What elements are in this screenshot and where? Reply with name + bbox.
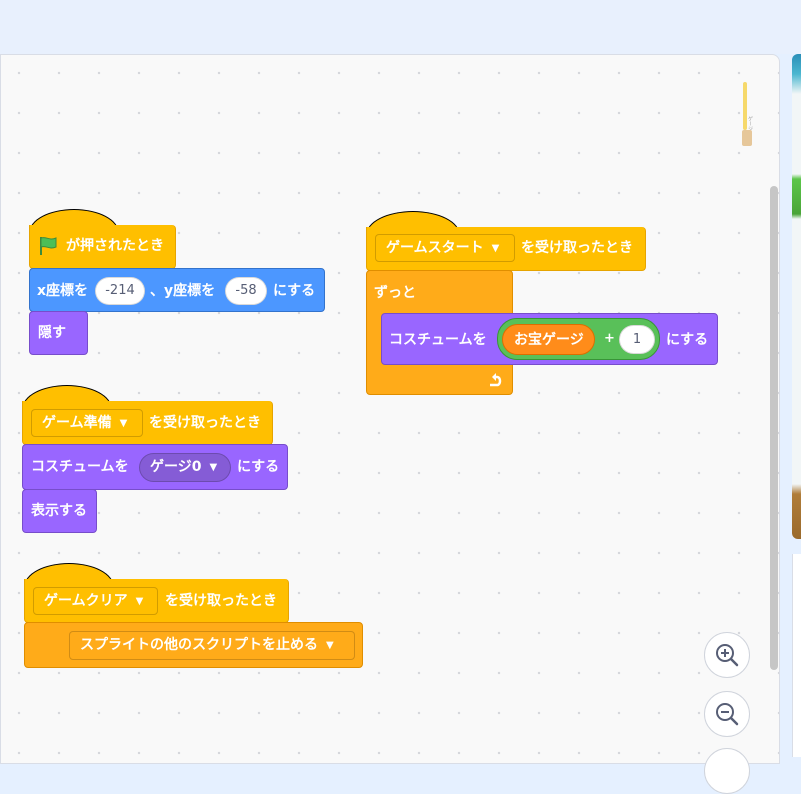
variable-reporter[interactable]: お宝ゲージ bbox=[502, 324, 595, 355]
zoom-reset-button[interactable] bbox=[704, 748, 750, 794]
green-flag-icon bbox=[40, 237, 57, 255]
y-input[interactable]: -58 bbox=[225, 277, 267, 305]
show-label: 表示する bbox=[31, 503, 87, 519]
costume-prefix-label: コスチュームを bbox=[31, 459, 129, 475]
top-bar bbox=[0, 0, 801, 54]
sprite-thumbnail: ゲージ bbox=[740, 82, 753, 148]
x-input[interactable]: -214 bbox=[95, 277, 145, 305]
hide-block[interactable]: 隠す bbox=[29, 311, 88, 355]
when-flag-clicked-label: が押されたとき bbox=[66, 238, 164, 254]
when-receive-game-clear-block[interactable]: ゲームクリア ▼ を受け取ったとき bbox=[24, 579, 289, 623]
loop-arrow-icon bbox=[490, 373, 502, 387]
chevron-down-icon: ▼ bbox=[491, 243, 500, 254]
chevron-down-icon: ▼ bbox=[209, 462, 218, 473]
costume-dropdown[interactable]: ゲージ0 ▼ bbox=[139, 453, 231, 482]
add-operator[interactable]: お宝ゲージ + 1 bbox=[497, 318, 660, 360]
switch-costume-block[interactable]: コスチュームを お宝ゲージ + 1 にする bbox=[381, 313, 718, 365]
message-dropdown[interactable]: ゲームスタート ▼ bbox=[375, 234, 515, 262]
sprite-panel bbox=[792, 554, 801, 757]
message-value: ゲームスタート bbox=[386, 240, 484, 256]
vertical-scrollbar[interactable] bbox=[770, 186, 778, 670]
when-flag-clicked-block[interactable]: が押されたとき bbox=[29, 225, 176, 269]
go-to-suffix-label: にする bbox=[273, 283, 316, 299]
when-receive-game-start-block[interactable]: ゲームスタート ▼ を受け取ったとき bbox=[366, 227, 646, 271]
costume-suffix-label: にする bbox=[666, 332, 709, 348]
when-receive-game-prep-block[interactable]: ゲーム準備 ▼ を受け取ったとき bbox=[22, 401, 273, 445]
operator-label: + bbox=[604, 331, 615, 346]
scrollbar-thumb[interactable] bbox=[770, 186, 778, 670]
stage-preview[interactable] bbox=[792, 54, 801, 539]
stop-option-dropdown[interactable]: スプライトの他のスクリプトを止める ▼ bbox=[69, 631, 355, 660]
costume-prefix-label: コスチュームを bbox=[389, 332, 487, 348]
forever-label: ずっと bbox=[374, 285, 416, 301]
go-to-x-label: x座標を bbox=[37, 283, 89, 299]
zoom-out-button[interactable] bbox=[704, 691, 750, 737]
message-value: ゲームクリア bbox=[44, 593, 128, 609]
message-dropdown[interactable]: ゲームクリア ▼ bbox=[33, 587, 158, 615]
stop-block[interactable]: スプライトの他のスクリプトを止める ▼ bbox=[24, 622, 363, 668]
costume-value: ゲージ0 bbox=[150, 459, 202, 475]
receive-suffix-label: を受け取ったとき bbox=[149, 415, 261, 431]
switch-costume-block[interactable]: コスチュームを ゲージ0 ▼ にする bbox=[22, 444, 288, 490]
zoom-in-icon bbox=[716, 644, 739, 667]
costume-suffix-label: にする bbox=[237, 459, 280, 475]
chevron-down-icon: ▼ bbox=[135, 596, 144, 607]
go-to-y-label: 、y座標を bbox=[150, 283, 216, 299]
stop-option-value: スプライトの他のスクリプトを止める bbox=[80, 637, 318, 653]
chevron-down-icon: ▼ bbox=[326, 640, 334, 651]
message-dropdown[interactable]: ゲーム準備 ▼ bbox=[31, 409, 143, 437]
message-value: ゲーム準備 bbox=[42, 415, 112, 431]
receive-suffix-label: を受け取ったとき bbox=[521, 240, 633, 256]
go-to-xy-block[interactable]: x座標を -214 、y座標を -58 にする bbox=[29, 268, 325, 312]
chevron-down-icon: ▼ bbox=[119, 418, 128, 429]
zoom-out-icon bbox=[716, 703, 739, 726]
hide-label: 隠す bbox=[38, 325, 66, 341]
show-block[interactable]: 表示する bbox=[22, 489, 97, 533]
operand-input[interactable]: 1 bbox=[619, 325, 655, 354]
receive-suffix-label: を受け取ったとき bbox=[165, 593, 277, 609]
variable-label: お宝ゲージ bbox=[514, 332, 584, 348]
zoom-in-button[interactable] bbox=[704, 632, 750, 678]
